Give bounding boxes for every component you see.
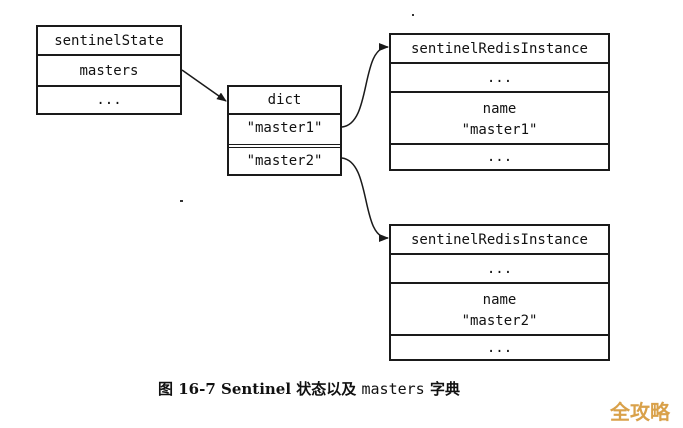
sentinel-state-more: ... (38, 85, 180, 113)
instance2-name-label: name (391, 282, 608, 308)
instance2-more-bottom: ... (391, 334, 608, 359)
instance2-name-value: "master2" (461, 313, 538, 329)
arrow-master1-to-instance1 (341, 43, 389, 128)
caption-suffix: 字典 (429, 380, 460, 398)
figure-caption: 图 16-7 Sentinel 状态以及 masters 字典 (158, 378, 460, 399)
instance1-name-value: "master1" (461, 122, 538, 138)
dict-key-master2: "master2" (229, 144, 340, 174)
scan-speck (412, 14, 414, 16)
scan-speck (180, 200, 183, 202)
instance1-name-label: name (391, 91, 608, 117)
instance1-more-bottom: ... (391, 143, 608, 169)
caption-code: masters (361, 380, 425, 398)
masters-field: masters (38, 54, 180, 85)
sentinel-state-title: sentinelState (54, 32, 164, 49)
instance1-more-top: ... (391, 62, 608, 91)
instance2-title: sentinelRedisInstance (410, 231, 588, 248)
dict-title: dict (267, 92, 302, 108)
arrow-master2-to-instance2 (341, 157, 389, 242)
caption-prefix: 图 16-7 Sentinel 状态以及 (158, 380, 357, 398)
sentinel-redis-instance-1: sentinelRedisInstance ... name "master1"… (389, 33, 610, 171)
arrow-masters-to-dict (181, 69, 227, 102)
sentinel-redis-instance-2: sentinelRedisInstance ... name "master2"… (389, 224, 610, 361)
watermark-logo: 全攻略 (610, 400, 670, 424)
dict-struct: dict "master1" "master2" (227, 85, 342, 176)
dict-key-master1: "master1" (229, 113, 340, 141)
instance1-title: sentinelRedisInstance (410, 40, 588, 57)
instance2-more-top: ... (391, 253, 608, 282)
sentinel-state-struct: sentinelState masters ... (36, 25, 182, 115)
